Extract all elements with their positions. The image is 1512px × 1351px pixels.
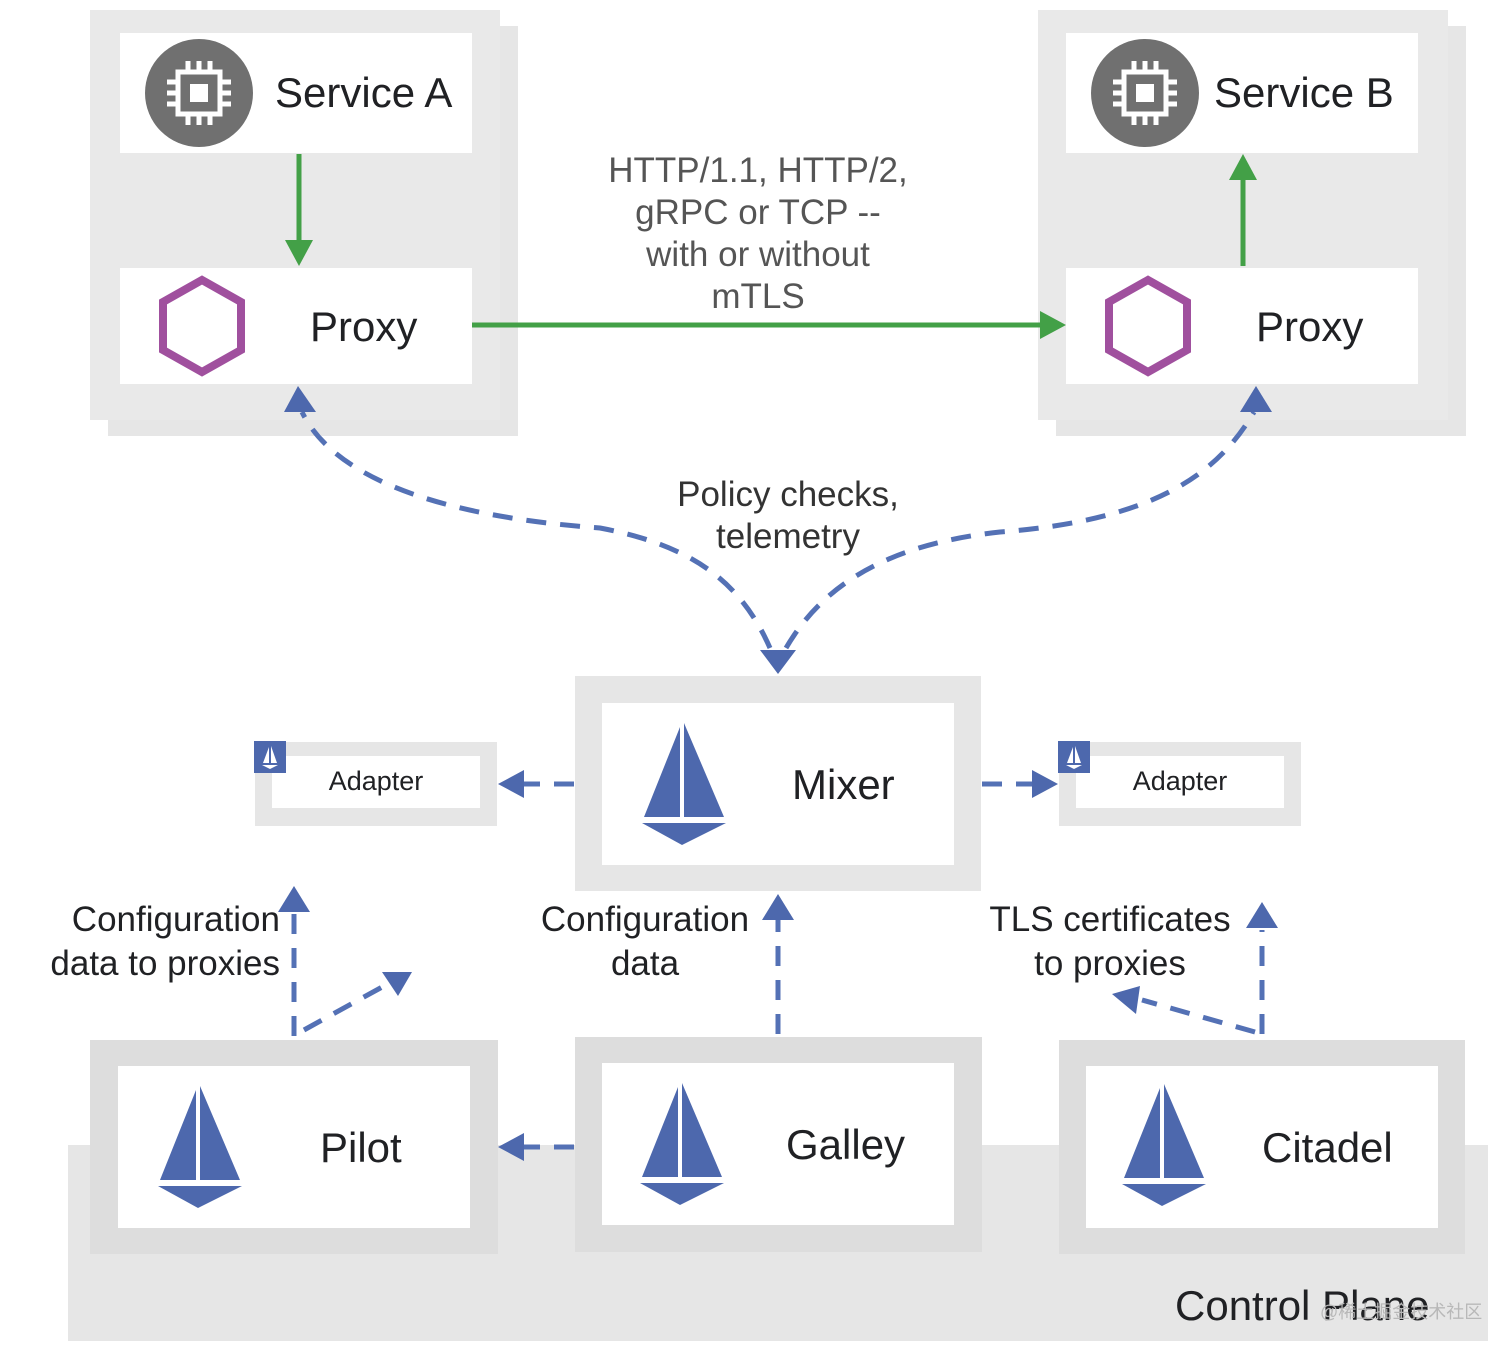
sailboat-icon xyxy=(642,723,726,845)
arrowhead xyxy=(285,240,313,266)
traffic-label-line: gRPC or TCP -- xyxy=(635,193,881,232)
traffic-label-line: with or without xyxy=(646,235,870,274)
service-a-proxy-card[interactable]: Proxy xyxy=(120,268,472,384)
arrowhead xyxy=(1229,154,1257,180)
citadel-annotation-line: TLS certificates xyxy=(989,900,1231,939)
sailboat-icon xyxy=(1122,1084,1206,1206)
traffic-label-line: HTTP/1.1, HTTP/2, xyxy=(608,151,908,190)
service-b-label: Service B xyxy=(1214,69,1394,116)
sailboat-icon xyxy=(158,1086,242,1208)
pilot-annotation: Configuration data to proxies xyxy=(30,898,280,986)
galley-card[interactable]: Galley xyxy=(602,1063,954,1225)
traffic-label-line: mTLS xyxy=(711,277,805,316)
mixer-label: Mixer xyxy=(792,761,895,808)
chip-icon xyxy=(1091,39,1199,147)
galley-annotation: Configuration data xyxy=(520,898,770,986)
citadel-annotation-line: to proxies xyxy=(1034,944,1186,983)
service-b-proxy-card[interactable]: Proxy xyxy=(1066,268,1418,384)
arrowhead xyxy=(762,894,794,920)
arrowhead xyxy=(1112,986,1140,1014)
galley-annotation-line: Configuration xyxy=(540,900,750,939)
policy-label-line: Policy checks, xyxy=(677,475,899,514)
blue-dashed-arrows xyxy=(291,410,1265,1150)
policy-label-line: telemetry xyxy=(716,517,860,556)
service-b-proxy-label: Proxy xyxy=(1256,303,1364,350)
sailboat-icon xyxy=(254,741,286,773)
chip-icon xyxy=(145,39,253,147)
arrowhead xyxy=(1240,386,1272,412)
green-arrows xyxy=(285,154,1257,339)
adapter-left-label: Adapter xyxy=(328,766,424,796)
citadel-label: Citadel xyxy=(1262,1124,1393,1171)
adapter-right-card[interactable]: Adapter xyxy=(1076,756,1284,808)
pilot-annotation-line: Configuration xyxy=(71,900,280,939)
hexagon-icon xyxy=(1105,275,1191,377)
citadel-annotation: TLS certificates to proxies xyxy=(970,898,1250,986)
arrowhead xyxy=(1040,311,1066,339)
mixer-to-proxy-a-link xyxy=(299,410,773,650)
control-plane-label: Control Plane xyxy=(1175,1282,1430,1329)
hexagon-icon xyxy=(159,275,245,377)
watermark: @稀土掘金技术社区 xyxy=(1320,1302,1483,1322)
traffic-label: HTTP/1.1, HTTP/2, gRPC or TCP -- with or… xyxy=(578,150,938,318)
mixer-card[interactable]: Mixer xyxy=(602,703,954,865)
galley-label: Galley xyxy=(786,1121,906,1168)
mixer-to-proxy-b-link xyxy=(783,410,1257,650)
sailboat-icon xyxy=(1058,741,1090,773)
citadel-diagonal-link xyxy=(1141,997,1256,1035)
pilot-to-adapter-link xyxy=(302,983,386,1033)
adapter-left-card[interactable]: Adapter xyxy=(272,756,480,808)
galley-annotation-line: data xyxy=(610,944,680,983)
service-a-card[interactable]: Service A xyxy=(120,33,472,153)
service-a-label: Service A xyxy=(275,69,453,116)
adapter-right-label: Adapter xyxy=(1132,766,1228,796)
arrowhead xyxy=(1246,902,1278,928)
citadel-card[interactable]: Citadel xyxy=(1086,1066,1438,1228)
arrowhead xyxy=(498,1133,524,1161)
arrowhead xyxy=(284,386,316,412)
arrowhead xyxy=(278,886,310,912)
pilot-annotation-line: data to proxies xyxy=(50,944,280,983)
policy-label: Policy checks, telemetry xyxy=(628,474,948,558)
blue-arrowheads xyxy=(278,386,1278,1161)
sailboat-icon xyxy=(640,1083,724,1205)
service-b-card[interactable]: Service B xyxy=(1066,33,1418,153)
arrowhead xyxy=(760,650,796,674)
service-a-proxy-label: Proxy xyxy=(310,303,418,350)
pilot-label: Pilot xyxy=(320,1124,402,1171)
arrowhead xyxy=(382,972,412,996)
pilot-card[interactable]: Pilot xyxy=(118,1066,470,1228)
arrowhead xyxy=(1032,770,1058,798)
arrowhead xyxy=(498,770,524,798)
